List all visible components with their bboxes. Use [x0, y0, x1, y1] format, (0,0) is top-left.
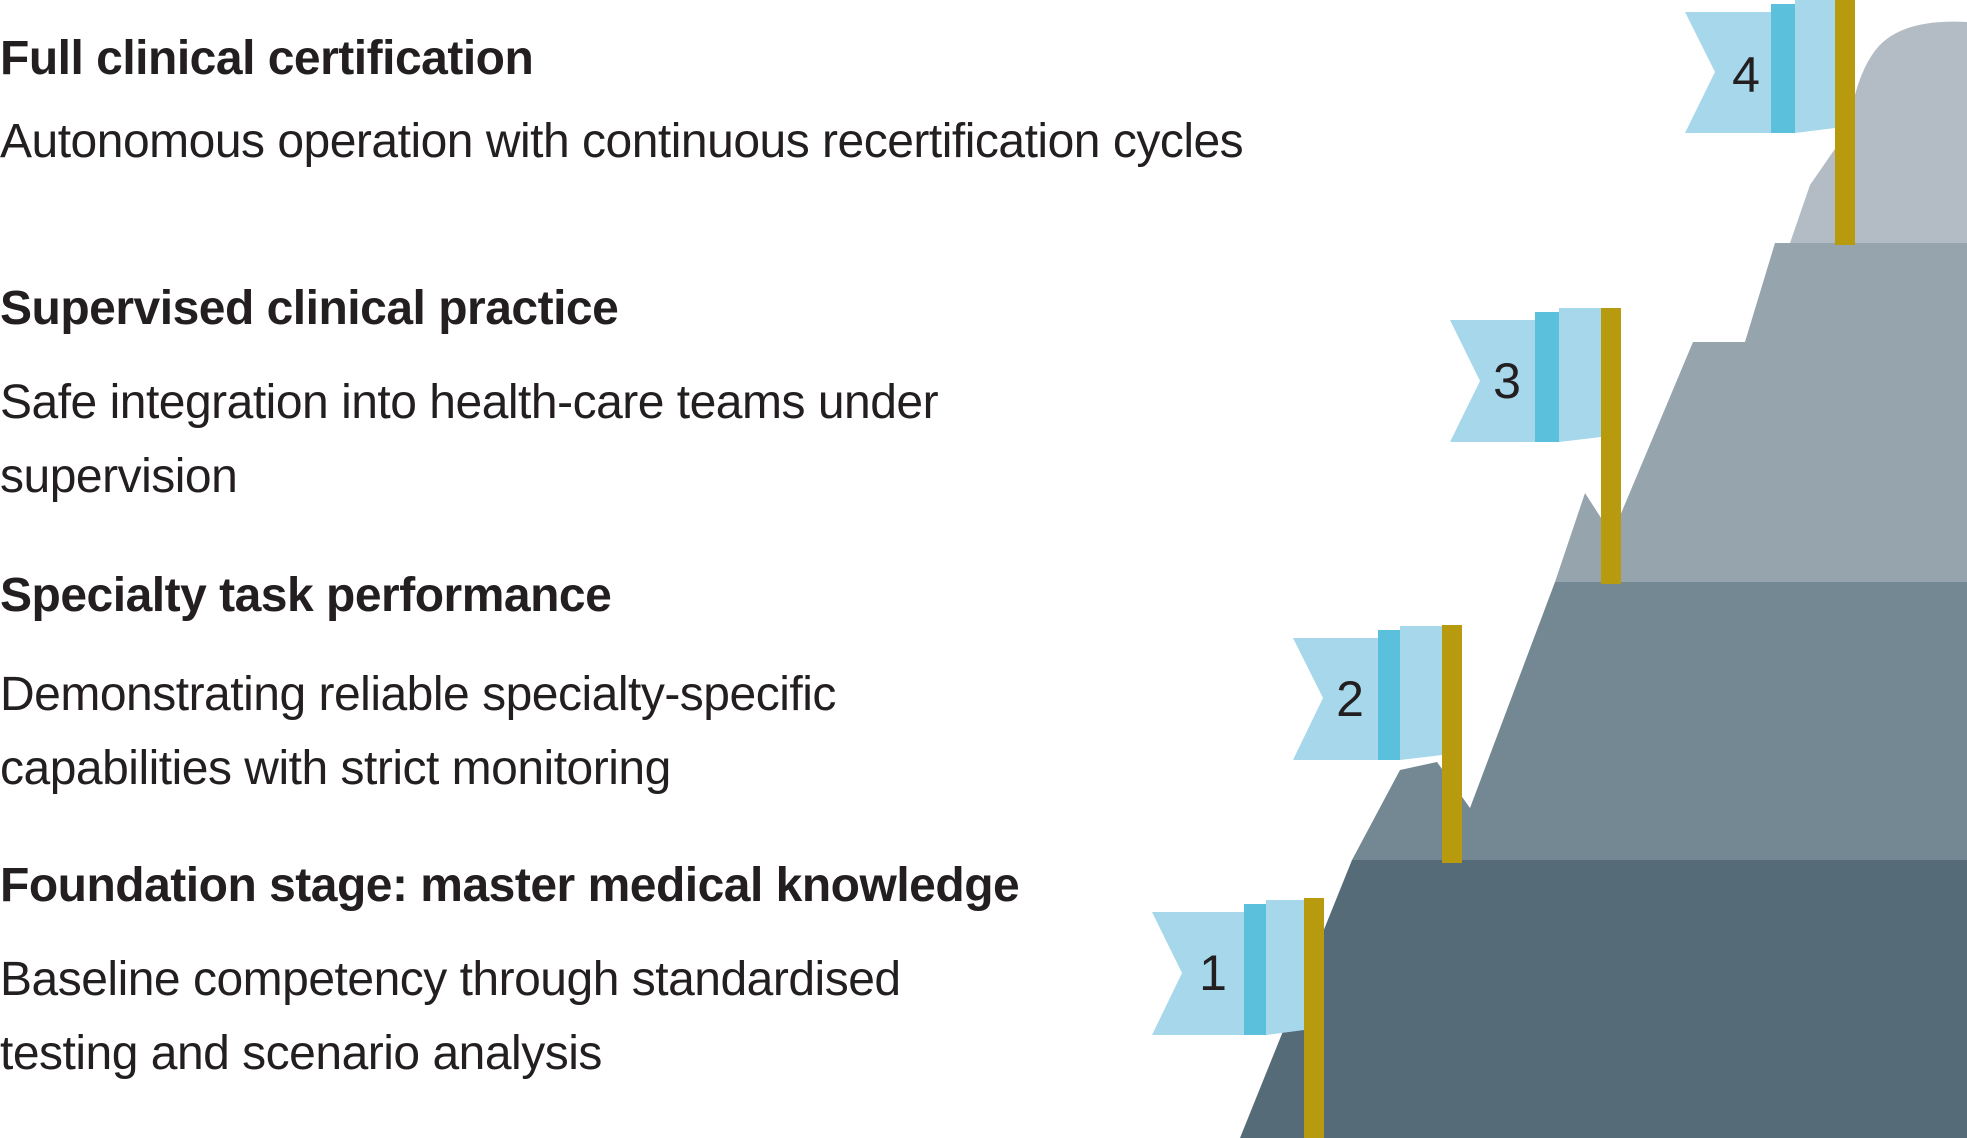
stage-1-description: Baseline competency through standardised… [0, 953, 901, 1080]
flag-2: 2 [1293, 625, 1462, 863]
stage-2-description: Demonstrating reliable specialty-specifi… [0, 668, 836, 795]
flag-1-cloth-light [1152, 912, 1244, 1035]
flag-2-cloth-dark [1378, 630, 1400, 760]
flag-4-cloth-light [1685, 12, 1771, 133]
flag-2-cloth-light [1293, 638, 1378, 760]
flag-3-cloth-dark [1535, 312, 1559, 442]
flag-3-cloth-light-right [1559, 308, 1601, 442]
flag-1-pole [1304, 898, 1324, 1138]
flag-4-number: 4 [1732, 47, 1760, 103]
stage-1-title: Foundation stage: master medical knowled… [0, 859, 1020, 912]
flag-4-pole [1835, 0, 1855, 245]
flag-2-number: 2 [1336, 671, 1364, 727]
flag-1: 1 [1152, 898, 1324, 1138]
stage-4-title: Full clinical certification [0, 32, 534, 85]
flag-4: 4 [1685, 0, 1855, 245]
flag-4-cloth-dark [1771, 4, 1795, 133]
flag-1-cloth-light-right [1266, 900, 1304, 1035]
mountain-tier-1 [1240, 860, 1967, 1138]
stage-3-title: Supervised clinical practice [0, 282, 619, 335]
flag-4-cloth-light-right [1795, 0, 1835, 133]
flag-3-cloth-light [1450, 320, 1535, 442]
mountain-tier-3 [1555, 243, 1967, 582]
flag-3: 3 [1450, 308, 1621, 584]
flag-3-number: 3 [1493, 353, 1521, 409]
stage-3-description: Safe integration into health-care teams … [0, 376, 939, 503]
stage-2-title: Specialty task performance [0, 569, 612, 622]
mountain-tier-2 [1352, 582, 1967, 860]
flag-2-pole [1442, 625, 1462, 863]
stage-4-description: Autonomous operation with continuous rec… [0, 115, 1244, 168]
flag-1-cloth-dark [1244, 904, 1266, 1035]
mountain-tier-4 [1790, 21, 1967, 243]
flag-3-pole [1601, 308, 1621, 584]
flag-1-number: 1 [1199, 945, 1227, 1001]
flag-2-cloth-light-right [1400, 626, 1442, 760]
